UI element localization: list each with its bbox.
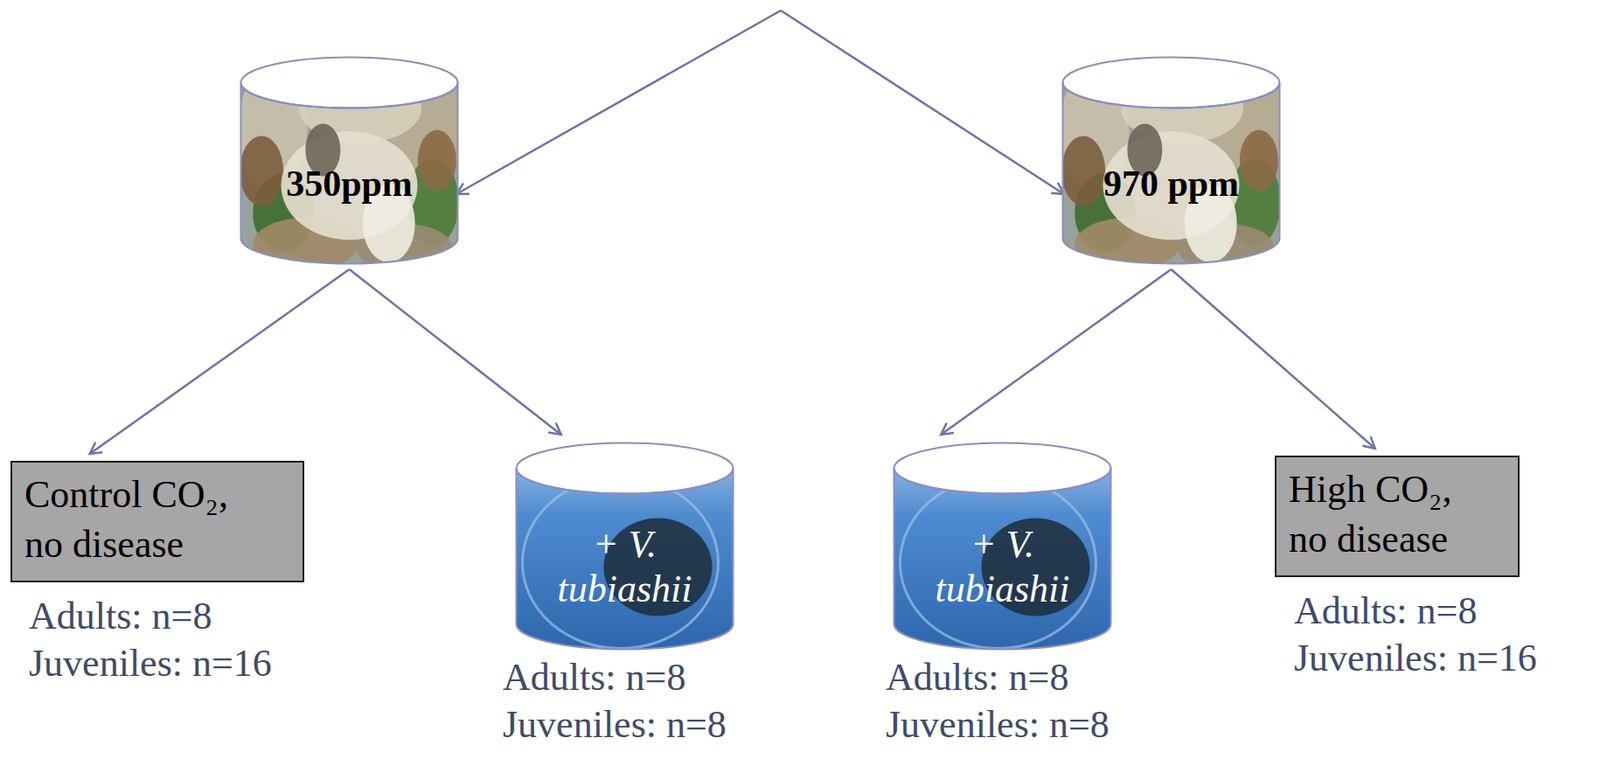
sample-size: Adults: n=8 Juveniles: n=8 [502,653,792,749]
bubble [954,452,962,460]
photo-patch [239,135,284,206]
sample-size: Adults: n=8 Juveniles: n=8 [885,653,1175,749]
bubble [675,459,683,467]
sample-size: Adults: n=8 Juveniles: n=16 [1293,587,1583,682]
oyster-tank [239,55,460,265]
box-label: High CO₂, no disease [1276,457,1501,571]
bubble [1031,450,1039,458]
tank-label: 970 ppm [1061,162,1281,205]
bubble [632,455,640,463]
box-label: Control CO₂, no disease [12,462,266,577]
tank-fill [892,441,1113,651]
tank-outline [516,468,734,650]
bubble [980,448,988,456]
bubble [643,469,651,477]
bubble [1021,469,1029,477]
co2-tank: 350ppm [239,55,460,265]
micro-ground [514,441,735,651]
tank-top [1063,57,1280,109]
tank-label: + V. tubiashii [915,522,1091,612]
tank-rim [516,443,734,494]
split-line [780,10,1065,195]
larva-outline [522,477,719,649]
co2-tank: 970 ppm [1061,55,1281,265]
bubble [621,466,629,474]
photo-patch [1061,135,1106,206]
tank-top [516,443,734,494]
tank-top [894,443,1112,494]
bubble [603,448,611,456]
arrow-connector [1171,269,1376,449]
tank-fill [514,441,735,651]
tank-top [241,57,459,109]
bubble [590,462,598,470]
bubble [999,466,1007,474]
tank-rim [894,443,1112,494]
tank-label: 350ppm [239,162,460,205]
arrow-connector [90,269,350,454]
bubble [577,452,585,460]
bubble [1009,455,1017,463]
tank-label: + V. tubiashii [537,522,713,612]
photo-patch [1239,130,1279,192]
treatment-box: Control CO₂, no diseaseAdults: n=8 Juven… [10,460,305,583]
photo-patch [417,130,457,192]
oyster-tank [1061,55,1281,265]
arrow-connector [349,269,562,435]
tank-rim [241,57,459,109]
bubble [1053,459,1061,467]
split-line [456,10,781,195]
larva-outline [900,477,1097,649]
tank-fill [1061,55,1281,265]
tank-rim [1063,57,1280,109]
treatment-box: High CO₂, no diseaseAdults: n=8 Juvenile… [1274,455,1520,578]
infection-tank: + V. tubiashiiAdults: n=8 Juveniles: n=8 [892,441,1113,651]
tank-fill [239,55,460,265]
tank-outline [894,468,1112,650]
bubble [653,450,661,458]
micro-ground [892,441,1113,651]
infection-tank: + V. tubiashiiAdults: n=8 Juveniles: n=8 [514,441,735,651]
sample-size: Adults: n=8 Juveniles: n=16 [28,592,318,688]
arrow-connector [940,269,1171,435]
bubble [967,462,975,470]
